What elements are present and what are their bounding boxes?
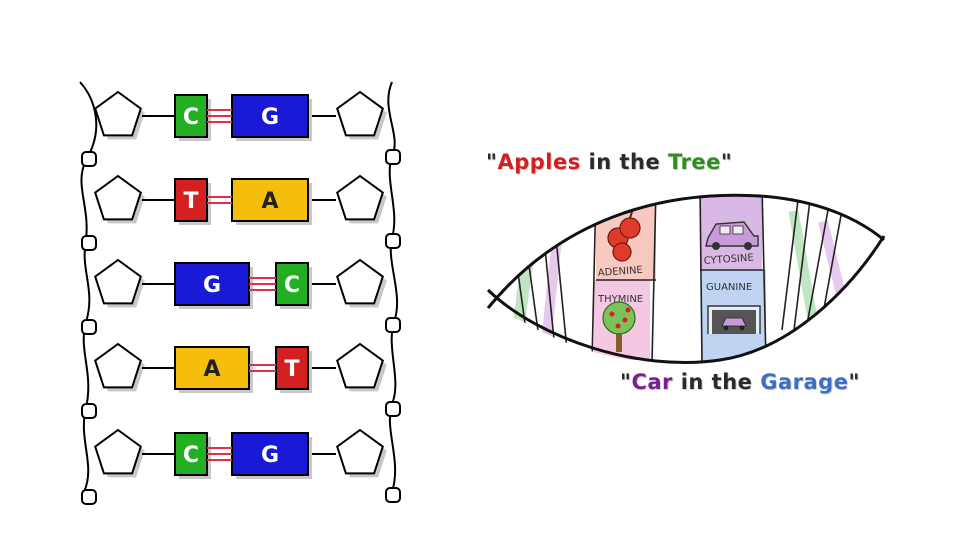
- rung-small-3: [788, 209, 818, 321]
- mnemonic-word-car: Car: [631, 370, 673, 394]
- right-sugar-pentagon: [336, 174, 384, 221]
- quote-open: ": [620, 370, 632, 394]
- adenine-label: ADENINE: [597, 265, 643, 279]
- left-sugar-pentagon: [94, 428, 142, 475]
- left-phosphate: [81, 489, 97, 505]
- left-sugar-pentagon: [94, 342, 142, 389]
- right-base-letter: C: [284, 273, 300, 298]
- right-base: [231, 432, 309, 476]
- left-base: [174, 346, 250, 390]
- helix-strand-upper: [486, 193, 885, 309]
- cytosine-label: CYTOSINE: [703, 253, 754, 267]
- right-base-letter: G: [261, 443, 279, 468]
- right-base: [275, 346, 309, 390]
- quote-open: ": [486, 150, 498, 174]
- mnemonic-car-in-the-garage: "Car in the Garage": [620, 370, 860, 394]
- mnemonic-word-garage: Garage: [760, 370, 849, 394]
- right-base-letter: G: [261, 105, 279, 130]
- right-phosphate: [385, 233, 401, 249]
- right-sugar-pentagon: [336, 258, 384, 305]
- garage-icon: [707, 305, 761, 334]
- helix-strand-lower: [486, 235, 886, 364]
- tree-icon: [602, 301, 636, 352]
- guanine-label: GUANINE: [706, 282, 752, 293]
- left-sugar-pentagon: [94, 258, 142, 305]
- right-phosphate: [385, 487, 401, 503]
- left-base: [174, 178, 208, 222]
- quote-close: ": [848, 370, 860, 394]
- left-phosphate: [81, 319, 97, 335]
- left-phosphate: [81, 235, 97, 251]
- right-phosphate: [385, 317, 401, 333]
- left-phosphate: [81, 151, 97, 167]
- quote-close: ": [720, 150, 733, 174]
- left-sugar-pentagon: [94, 90, 142, 137]
- mnemonic-apples-in-the-tree: "Apples in the Tree": [486, 150, 732, 174]
- mnemonic-word-apples: Apples: [497, 150, 581, 174]
- right-phosphate: [385, 149, 401, 165]
- apple-icon: [607, 211, 641, 262]
- rung-small-2: [540, 239, 562, 351]
- mnemonic-word-tree: Tree: [668, 150, 721, 174]
- left-phosphate: [81, 403, 97, 419]
- right-base-letter: A: [261, 189, 278, 214]
- mnemonic-connector: in the: [672, 370, 761, 394]
- left-base-letter: C: [183, 443, 199, 468]
- mnemonic-connector: in the: [580, 150, 669, 174]
- right-base: [231, 178, 309, 222]
- right-base: [231, 94, 309, 138]
- left-base-letter: C: [183, 105, 199, 130]
- left-base-letter: T: [183, 189, 198, 214]
- right-phosphate: [385, 401, 401, 417]
- right-sugar-pentagon: [336, 428, 384, 475]
- right-sugar-pentagon: [336, 342, 384, 389]
- left-base: [174, 262, 250, 306]
- right-sugar-pentagon: [336, 90, 384, 137]
- left-base-letter: A: [203, 357, 220, 382]
- car-icon: [705, 221, 759, 250]
- left-sugar-pentagon: [94, 174, 142, 221]
- left-base-letter: G: [203, 273, 221, 298]
- thymine-label: THYMINE: [597, 294, 643, 305]
- right-base-letter: T: [284, 357, 299, 382]
